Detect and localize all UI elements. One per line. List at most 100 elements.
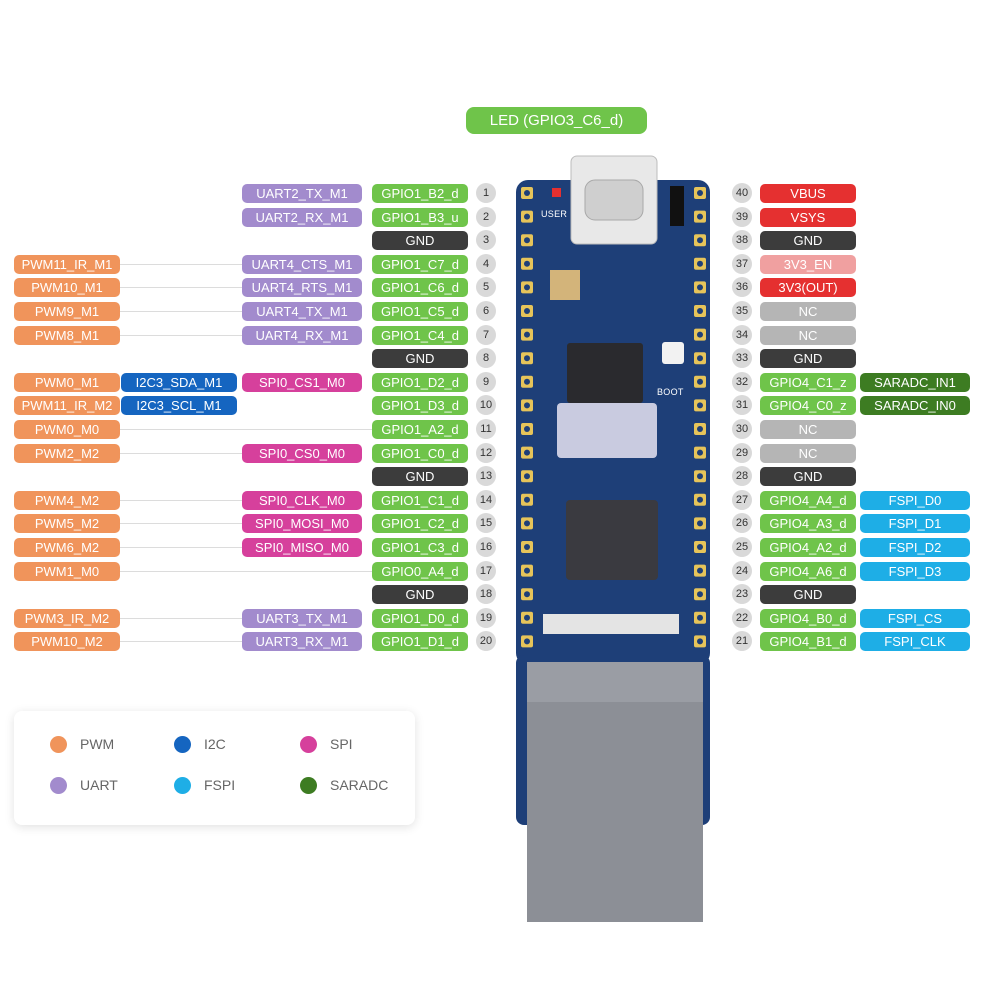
pin-number: 23: [732, 584, 752, 604]
pin-number: 3: [476, 230, 496, 250]
pwm-label: PWM4_M2: [14, 491, 120, 510]
saradc-label: SARADC_IN0: [860, 396, 970, 415]
pin-hole: [524, 473, 530, 480]
power-label: NC: [760, 326, 856, 345]
legend-dot: [50, 736, 67, 753]
gpio-label: GPIO4_B0_d: [760, 609, 856, 628]
pin-number: 36: [732, 277, 752, 297]
pin-number: 38: [732, 230, 752, 250]
pin-hole: [524, 237, 530, 244]
gpio-label: GPIO1_C4_d: [372, 326, 468, 345]
pin-number: 5: [476, 277, 496, 297]
gpio-label: GPIO1_D2_d: [372, 373, 468, 392]
pin-hole: [697, 426, 703, 432]
pin-hole: [524, 308, 530, 314]
pin-number: 34: [732, 325, 752, 345]
boot-silkscreen: BOOT: [657, 387, 684, 397]
legend-dot: [174, 736, 191, 753]
sd-card-slot: [557, 403, 657, 458]
gnd-label: GND: [372, 349, 468, 368]
gnd-label: GND: [372, 467, 468, 486]
pin-number: 19: [476, 608, 496, 628]
saradc-label: SARADC_IN1: [860, 373, 970, 392]
gpio-label: GPIO1_C7_d: [372, 255, 468, 274]
user-led: [552, 188, 561, 197]
uart-label: UART4_RX_M1: [242, 326, 362, 345]
pin-hole: [697, 378, 703, 385]
pin-hole: [524, 520, 530, 527]
power-label: NC: [760, 302, 856, 321]
gnd-label: GND: [760, 231, 856, 250]
pin-hole: [524, 213, 530, 220]
pin-hole: [697, 544, 703, 550]
i2c-label: I2C3_SDA_M1: [121, 373, 237, 392]
pwm-label: PWM10_M2: [14, 632, 120, 651]
pin-hole: [524, 544, 530, 550]
gpio-label: GPIO1_C1_d: [372, 491, 468, 510]
uart-label: UART4_CTS_M1: [242, 255, 362, 274]
pin-number: 13: [476, 466, 496, 486]
pin-number: 37: [732, 254, 752, 274]
pin-hole: [697, 496, 703, 503]
pin-number: 35: [732, 301, 752, 321]
power-label: VBUS: [760, 184, 856, 203]
pwm-label: PWM10_M1: [14, 278, 120, 297]
pin-hole: [697, 284, 703, 291]
legend-label: SPI: [330, 736, 353, 752]
pin-number: 30: [732, 419, 752, 439]
power-label: NC: [760, 420, 856, 439]
pin-hole: [697, 331, 703, 338]
power-label: 3V3_EN: [760, 255, 856, 274]
fspi-label: FSPI_D3: [860, 562, 970, 581]
connector-line: [120, 641, 242, 642]
power-label: NC: [760, 444, 856, 463]
boot-button: [662, 342, 684, 364]
pin-hole: [697, 402, 703, 409]
spi-label: SPI0_MISO_M0: [242, 538, 362, 557]
pin-number: 10: [476, 395, 496, 415]
pin-hole: [697, 355, 703, 362]
pin-number: 24: [732, 561, 752, 581]
uart-label: UART3_RX_M1: [242, 632, 362, 651]
connector-line: [120, 311, 242, 312]
pin-hole: [697, 567, 703, 574]
fspi-label: FSPI_D2: [860, 538, 970, 557]
pin-hole: [524, 449, 530, 456]
pin-hole: [524, 614, 530, 621]
gpio-label: GPIO1_C2_d: [372, 514, 468, 533]
connector-line: [120, 264, 242, 265]
spi-label: SPI0_CS1_M0: [242, 373, 362, 392]
pwm-label: PWM9_M1: [14, 302, 120, 321]
connector-line: [120, 429, 372, 430]
pin-number: 28: [732, 466, 752, 486]
legend-dot: [50, 777, 67, 794]
gpio-label: GPIO1_D0_d: [372, 609, 468, 628]
led-callout: LED (GPIO3_C6_d): [466, 107, 647, 134]
pin-hole: [697, 520, 703, 527]
gpio-label: GPIO4_A2_d: [760, 538, 856, 557]
connector-line: [120, 523, 242, 524]
gpio-label: GPIO1_D3_d: [372, 396, 468, 415]
legend-label: I2C: [204, 736, 226, 752]
pin-hole: [697, 591, 703, 598]
gpio-label: GPIO1_B3_u: [372, 208, 468, 227]
pin-hole: [697, 308, 703, 314]
gpio-label: GPIO4_B1_d: [760, 632, 856, 651]
connector-line: [120, 287, 242, 288]
legend-dot: [174, 777, 191, 794]
pin-number: 15: [476, 513, 496, 533]
pin-number: 2: [476, 207, 496, 227]
pin-number: 25: [732, 537, 752, 557]
pwm-label: PWM5_M2: [14, 514, 120, 533]
uart-label: UART2_RX_M1: [242, 208, 362, 227]
soc-chip: [566, 500, 658, 580]
pin-number: 40: [732, 183, 752, 203]
rj45-housing: [527, 662, 703, 922]
pin-number: 11: [476, 419, 496, 439]
gpio-label: GPIO4_A4_d: [760, 491, 856, 510]
pin-hole: [524, 260, 530, 267]
gpio-label: GPIO1_C5_d: [372, 302, 468, 321]
pin-number: 4: [476, 254, 496, 274]
pwm-label: PWM0_M0: [14, 420, 120, 439]
